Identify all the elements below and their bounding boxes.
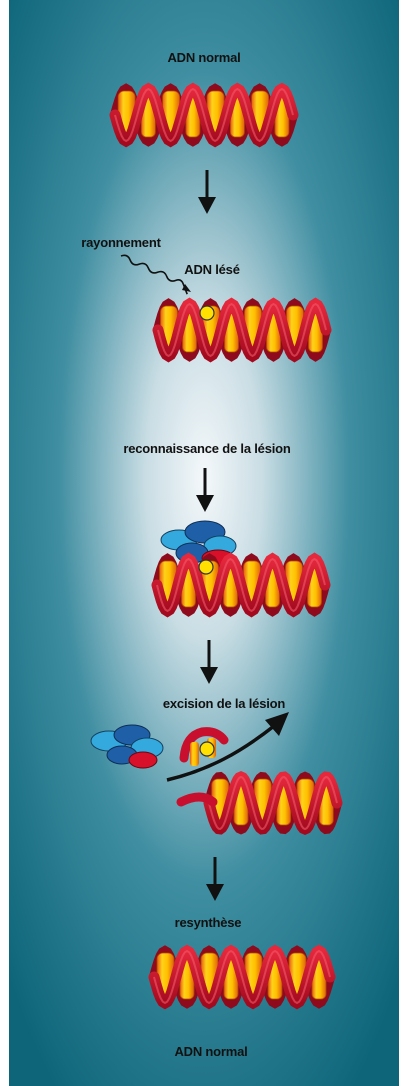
dna-double-helix-icon [115, 89, 293, 141]
dna-double-helix-icon [158, 304, 326, 356]
label-dna-damaged: ADN lésé [184, 262, 239, 277]
label-resynthesis: resynthèse [175, 915, 242, 930]
lesion-dot-icon [199, 560, 213, 574]
diagram-canvas: ADN normal rayonnement ADN lésé reconnai… [9, 0, 399, 1086]
label-dna-normal-top: ADN normal [167, 50, 240, 65]
label-excision: excision de la lésion [163, 696, 285, 711]
label-radiation: rayonnement [81, 235, 161, 250]
lesion-dot-icon [200, 306, 214, 320]
lesion-dot-icon [200, 742, 214, 756]
label-recognition: reconnaissance de la lésion [123, 441, 291, 456]
dna-double-helix-icon [209, 777, 337, 829]
dna-double-helix-icon [157, 559, 325, 611]
dna-gap-strand [181, 797, 213, 802]
dna-double-helix-icon [154, 951, 330, 1003]
dna-repair-diagram: ADN normal rayonnement ADN lésé reconnai… [9, 0, 399, 1086]
label-dna-normal-bottom: ADN normal [174, 1044, 247, 1059]
